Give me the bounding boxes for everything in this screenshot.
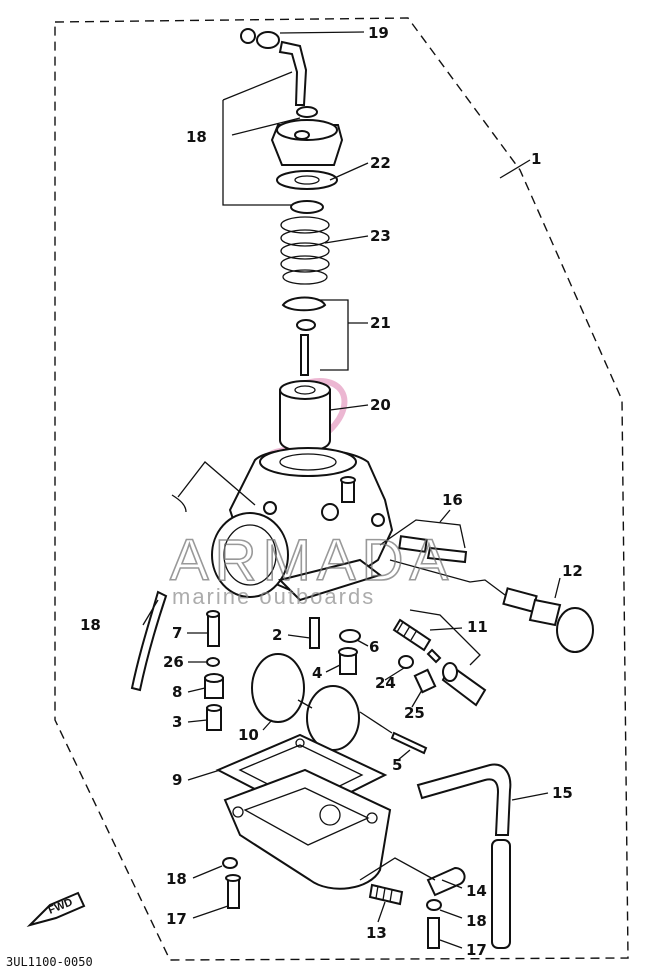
callout-28: 26	[163, 653, 184, 671]
callout-22: 20	[370, 396, 391, 414]
callout-17-second: 17	[466, 941, 487, 959]
callout-3: 3	[172, 713, 182, 731]
callout-12: 12	[562, 562, 583, 580]
callout-25: 23	[370, 227, 391, 245]
leader-lines	[142, 31, 561, 949]
callout-20: 18	[186, 128, 207, 146]
float-part	[251, 653, 360, 751]
callout-13: 13	[366, 924, 387, 942]
diagram-code: 3UL1100-0050	[6, 955, 93, 969]
callout-27: 25	[404, 704, 425, 722]
callout-16: 16	[442, 491, 463, 509]
washer-18-left-part	[222, 857, 238, 869]
watermark-brand: ARMADA	[170, 528, 454, 593]
throttle-valve-part	[279, 380, 331, 453]
callout-15: 15	[552, 784, 573, 802]
callout-17-first: 17	[166, 910, 187, 928]
float-chamber-part	[223, 768, 392, 890]
washer-part	[206, 657, 220, 667]
drain-hose-part	[130, 590, 168, 692]
carburetor-body-part	[211, 447, 394, 602]
callout-18-first: 18	[166, 870, 187, 888]
drain-screw-part	[368, 883, 404, 906]
screw-17-right-part	[427, 917, 440, 949]
assembly-boundary	[54, 17, 629, 961]
screw-17-left-part	[225, 874, 241, 909]
callout-6: 6	[369, 638, 379, 656]
o-ring-part	[339, 629, 361, 643]
callout-18-second: 18	[466, 912, 487, 930]
pilot-screw-part	[309, 617, 320, 649]
main-jet-part	[206, 704, 222, 731]
callout-23: 21	[370, 314, 391, 332]
o-ring-26-part	[398, 655, 414, 669]
callout-7: 7	[172, 624, 182, 642]
fuel-hose-part	[416, 763, 512, 949]
callout-5: 5	[392, 756, 402, 774]
callout-19: 18	[80, 616, 101, 634]
callout-labels: 19 18 22 1 23 21 20 16 12 18 7 2 6 11 26…	[80, 24, 583, 802]
mixing-chamber-top-part	[270, 106, 344, 166]
callout-11: 11	[467, 618, 488, 636]
needle-valve-part	[398, 535, 468, 564]
callout-2: 2	[272, 626, 282, 644]
needle-jet-holder-part	[204, 673, 224, 699]
screw-27-part	[413, 668, 437, 694]
needle-clip-part	[281, 296, 327, 376]
float-pin-part	[390, 731, 428, 755]
callout-10: 10	[238, 726, 259, 744]
throttle-cable-part	[240, 28, 308, 106]
callout-8: 8	[172, 683, 182, 701]
callout-4: 4	[312, 664, 322, 682]
callout-1: 1	[531, 150, 541, 168]
jet-4-part	[338, 647, 358, 675]
callout-9: 9	[172, 771, 182, 789]
washer-18-right-part	[426, 899, 442, 911]
throttle-spring-part	[280, 200, 330, 285]
callout-14: 14	[466, 882, 487, 900]
callout-21: 19	[368, 24, 389, 42]
pilot-jet-part	[206, 610, 220, 647]
watermark-tagline: marine outboards	[172, 584, 375, 609]
cap-gasket-part	[276, 170, 338, 190]
forward-arrow-icon	[26, 891, 86, 927]
callout-24: 22	[370, 154, 391, 172]
callout-26: 24	[375, 674, 396, 692]
starter-plunger-part	[502, 587, 594, 653]
pilot-air-screw-part	[392, 618, 487, 707]
